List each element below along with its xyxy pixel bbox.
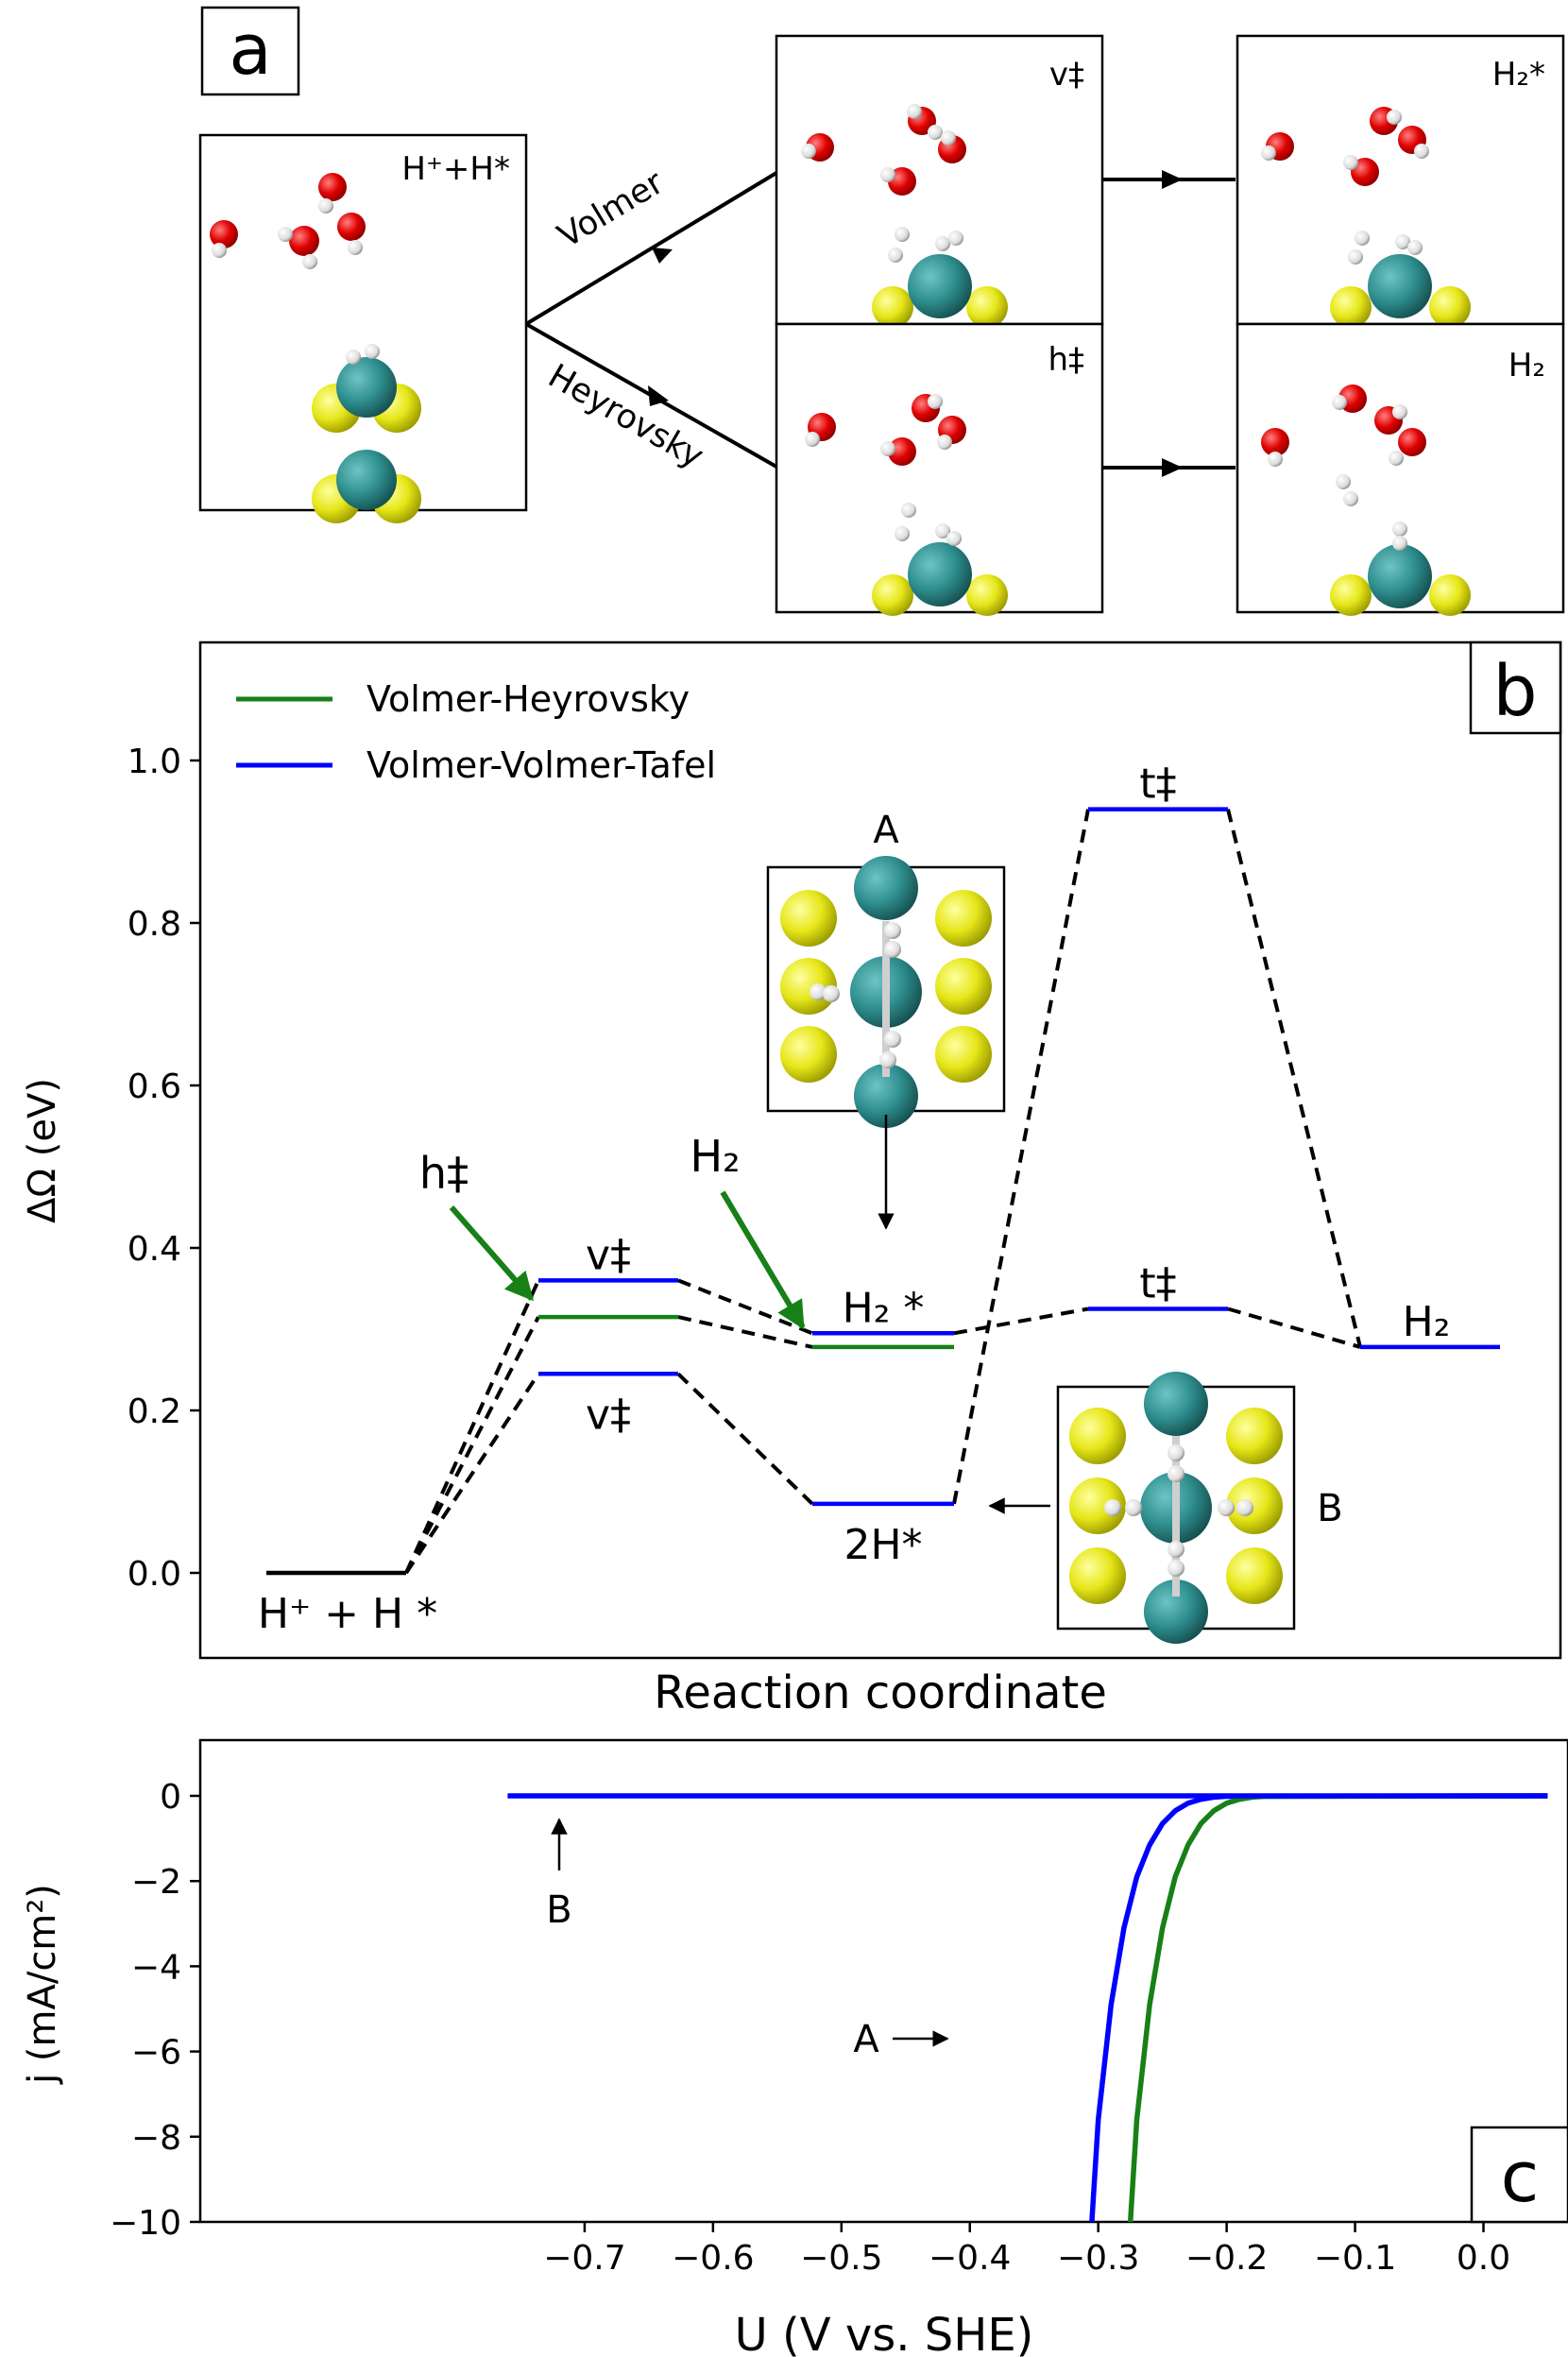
molecule-box-h-ts: h‡ — [775, 322, 1104, 616]
energy-diagram: v‡ v‡ H₂ * 2H* t‡ t‡ H₂ H⁺ + H * h‡ H₂ — [258, 760, 1500, 1638]
connector-t-mid-h2 — [1227, 1307, 1361, 1349]
panel-b-y-axis: 0.0 0.2 0.4 0.6 0.8 1.0 — [128, 743, 200, 1594]
inset-structure-a: A — [766, 809, 1006, 1230]
panel-a-label-box — [200, 6, 300, 96]
panel-b-frame — [198, 640, 1562, 1660]
panel-c-curves — [507, 1793, 1548, 2222]
box-h2-label: H₂ — [1508, 347, 1545, 384]
connector-init-v-lower — [404, 1373, 540, 1575]
panel-a: a H⁺+H* Volmer Heyrovsky v‡ — [198, 6, 1565, 616]
panel-c-xlabel: U (V vs. SHE) — [735, 2309, 1034, 2357]
molecule-box-h2: H₂ — [1236, 322, 1565, 616]
connector-h2star-t-mid — [953, 1307, 1089, 1336]
connector-init-v-upper — [404, 1279, 540, 1574]
panel-c-label-box — [1470, 2126, 1568, 2224]
legend-label-volmer-volmer-tafel: Volmer-Volmer-Tafel — [366, 744, 716, 786]
branch-volmer-line — [524, 171, 778, 326]
inset-b-label: B — [1317, 1487, 1342, 1530]
panel-c-y-tick-label: −8 — [131, 2119, 181, 2158]
panel-c-ylabel: j (mA/cm²) — [21, 1884, 64, 2085]
branch-heyrovsky-arrowhead — [648, 385, 669, 406]
molecule-box-h2star: H₂* — [1236, 34, 1565, 328]
label-t-ts-top: t‡ — [1139, 760, 1176, 809]
panel-c-y-tick-label: 0 — [160, 1778, 181, 1817]
panel-b: 0.0 0.2 0.4 0.6 0.8 1.0 ΔΩ (eV) Reaction coor… — [21, 640, 1562, 1719]
label-h2-green: H₂ — [690, 1131, 740, 1182]
label-v-ts-lower: v‡ — [586, 1391, 631, 1439]
inset-structure-b: B — [988, 1372, 1343, 1644]
legend-label-volmer-heyrovsky: Volmer-Heyrovsky — [366, 678, 690, 720]
panel-b-y-tick-label: 0.8 — [128, 905, 181, 944]
label-h-ts: h‡ — [419, 1148, 469, 1199]
connector-t-top-h2 — [1226, 809, 1362, 1348]
panel-c-axes: −0.7 −0.6 −0.5 −0.4 −0.3 −0.2 −0.1 0.0 0 −2 −4 −6 −8… — [110, 1778, 1510, 2278]
panel-c-x-tick-label: −0.2 — [1185, 2239, 1268, 2278]
panel-c-y-tick-label: −6 — [131, 2034, 181, 2073]
panel-b-y-tick-label: 1.0 — [128, 743, 181, 781]
panel-c-y-tick-label: −10 — [110, 2204, 181, 2243]
panel-c-x-tick-label: −0.7 — [543, 2239, 625, 2278]
panel-a-label: a — [229, 9, 271, 91]
pointer-h2-green — [720, 1190, 806, 1330]
connector-2h-t-top — [952, 809, 1090, 1505]
label-2h: 2H* — [844, 1521, 922, 1569]
panel-b-label: b — [1493, 651, 1538, 732]
branch-heyrovsky-label: Heyrovsky — [542, 357, 710, 476]
pointer-h-ts — [449, 1205, 535, 1302]
annotation-b-label: B — [546, 1888, 571, 1932]
panel-c-x-tick-label: 0.0 — [1457, 2239, 1510, 2278]
molecule-box-initial: H⁺+H* — [198, 133, 528, 523]
annotation-a-label: A — [853, 2018, 879, 2061]
panel-b-y-tick-label: 0.6 — [128, 1067, 181, 1106]
panel-b-ylabel: ΔΩ (eV) — [21, 1078, 64, 1223]
inset-a-label: A — [873, 809, 899, 852]
connector-init-h — [404, 1316, 540, 1574]
box-initial-label: H⁺+H* — [401, 150, 510, 188]
panel-c-y-tick-label: −4 — [131, 1948, 181, 1987]
panel-b-y-tick-label: 0.2 — [128, 1392, 181, 1431]
panel-b-xlabel: Reaction coordinate — [654, 1666, 1107, 1719]
panel-c-x-tick-label: −0.1 — [1314, 2239, 1396, 2278]
label-v-ts-upper: v‡ — [586, 1231, 631, 1279]
box-h2star-label: H₂* — [1492, 56, 1545, 94]
molecule-box-v-ts: v‡ — [775, 34, 1104, 328]
panel-b-y-tick-label: 0.0 — [128, 1555, 181, 1594]
arrowhead-h-to-h2 — [1162, 458, 1183, 477]
panel-c-x-tick-label: −0.6 — [672, 2239, 754, 2278]
panel-c-x-tick-label: −0.3 — [1057, 2239, 1139, 2278]
panel-c-y-tick-label: −2 — [131, 1863, 181, 1902]
panel-b-label-box — [1469, 640, 1562, 735]
box-h-ts-label: h‡ — [1048, 341, 1084, 379]
panel-c-frame — [198, 1738, 1568, 2224]
arrowhead-v-to-h2star — [1162, 170, 1183, 189]
panel-c: −0.7 −0.6 −0.5 −0.4 −0.3 −0.2 −0.1 0.0 0 −2 −4 −6 −8… — [21, 1738, 1568, 2357]
panel-c-x-tick-label: −0.5 — [800, 2239, 882, 2278]
box-v-ts-label: v‡ — [1049, 56, 1084, 94]
label-h2-blue: H₂ — [1403, 1298, 1451, 1346]
branch-volmer-arrowhead — [652, 248, 673, 264]
connector-h-h2 — [677, 1315, 813, 1349]
label-t-ts-mid: t‡ — [1139, 1260, 1176, 1308]
label-h2star: H₂ * — [843, 1284, 925, 1332]
branch-volmer-label: Volmer — [552, 163, 671, 256]
panel-c-label: c — [1501, 2137, 1540, 2218]
label-initial: H⁺ + H * — [258, 1590, 437, 1638]
panel-c-x-tick-label: −0.4 — [929, 2239, 1011, 2278]
connector-v-2h — [676, 1372, 814, 1506]
panel-b-y-tick-label: 0.4 — [128, 1230, 181, 1269]
panel-b-legend: Volmer-Heyrovsky Volmer-Volmer-Tafel — [236, 678, 716, 786]
